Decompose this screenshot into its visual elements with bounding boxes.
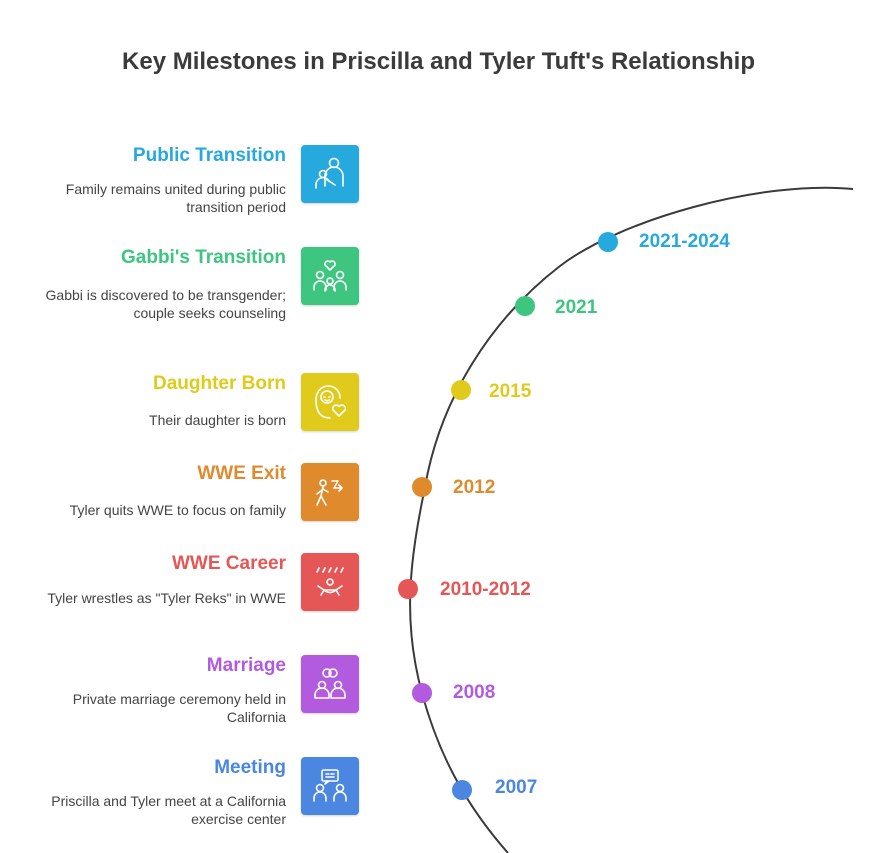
- year-label-wwe-exit: 2012: [453, 477, 496, 498]
- family-heart-icon: [313, 260, 347, 292]
- family-embrace-icon: [315, 157, 344, 189]
- baby-heart-icon: [315, 385, 347, 419]
- timeline-dot-meeting: [452, 780, 472, 800]
- wrestler-spotlight-icon: [316, 567, 344, 596]
- timeline-dot-daughter-born: [451, 380, 471, 400]
- milestone-title-wwe-exit: WWE Exit: [197, 463, 286, 484]
- meeting-people-icon: [313, 769, 347, 802]
- year-label-marriage: 2008: [453, 682, 496, 703]
- milestone-desc-gabbis-transition: Gabbi is discovered to be transgender; c…: [45, 287, 286, 321]
- icon-box-wwe-career: [301, 553, 359, 611]
- milestone-desc-wwe-exit: Tyler quits WWE to focus on family: [69, 502, 286, 518]
- icon-box-gabbis-transition: [301, 247, 359, 305]
- exit-walking-icon: [316, 479, 343, 506]
- timeline-dot-gabbis-transition: [515, 296, 535, 316]
- milestone-desc-marriage: Private marriage ceremony held in Califo…: [72, 691, 286, 725]
- milestone-title-gabbis-transition: Gabbi's Transition: [121, 247, 286, 268]
- year-label-daughter-born: 2015: [489, 381, 532, 402]
- timeline-dot-public-transition: [598, 232, 618, 252]
- icon-box-wwe-exit: [301, 463, 359, 521]
- icon-box-daughter-born: [301, 373, 359, 431]
- year-label-public-transition: 2021-2024: [639, 231, 730, 252]
- year-label-gabbis-transition: 2021: [555, 297, 598, 318]
- milestone-desc-public-transition: Family remains united during public tran…: [65, 181, 286, 215]
- icon-box-meeting: [301, 757, 359, 815]
- milestone-title-daughter-born: Daughter Born: [153, 373, 286, 394]
- year-label-meeting: 2007: [495, 777, 538, 798]
- timeline-dot-wwe-exit: [412, 477, 432, 497]
- timeline-curve: [409, 186, 854, 853]
- milestone-title-wwe-career: WWE Career: [171, 553, 286, 574]
- milestone-title-public-transition: Public Transition: [132, 145, 286, 166]
- wedding-rings-icon: [314, 668, 346, 699]
- timeline-dot-marriage: [412, 683, 432, 703]
- milestone-desc-wwe-career: Tyler wrestles as "Tyler Reks" in WWE: [47, 590, 286, 606]
- milestone-title-marriage: Marriage: [206, 655, 286, 676]
- milestone-title-meeting: Meeting: [214, 757, 286, 778]
- icon-box-marriage: [301, 655, 359, 713]
- timeline-dot-wwe-career: [398, 579, 418, 599]
- milestone-desc-meeting: Priscilla and Tyler meet at a California…: [51, 793, 286, 827]
- milestone-desc-daughter-born: Their daughter is born: [149, 412, 286, 428]
- icon-box-public-transition: [301, 145, 359, 203]
- year-label-wwe-career: 2010-2012: [440, 579, 531, 600]
- page-title: Key Milestones in Priscilla and Tyler Tu…: [122, 48, 755, 75]
